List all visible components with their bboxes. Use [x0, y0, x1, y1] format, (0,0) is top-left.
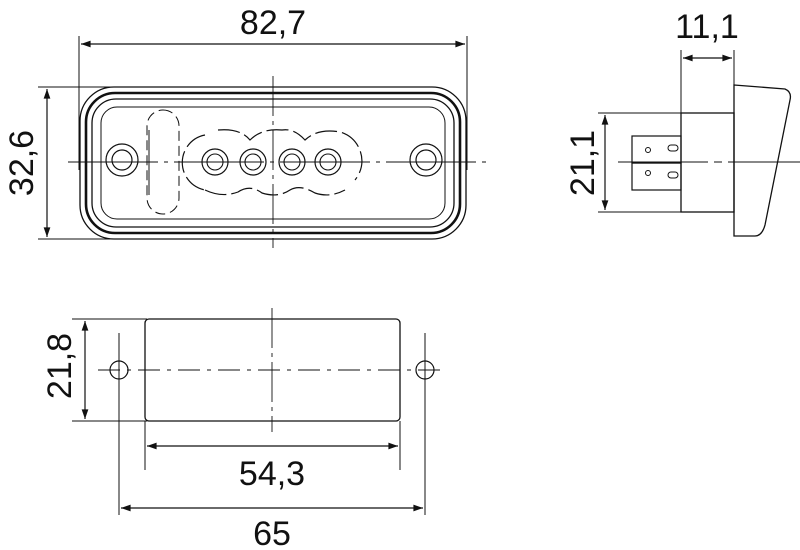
- front-view: 82,7 32,6: [3, 4, 490, 248]
- side-lens: [733, 84, 792, 237]
- cutout-hole-right: [415, 333, 435, 515]
- mounting-hole-left: [105, 143, 139, 177]
- front-height-label: 32,6: [3, 130, 41, 196]
- led-3: [278, 148, 306, 176]
- led-1: [201, 148, 229, 176]
- cutout-height-label: 21,8: [41, 333, 79, 399]
- cutout-width-label: 54,3: [239, 455, 305, 493]
- led-4: [314, 148, 342, 176]
- side-view: 11,1 21,1: [564, 8, 800, 237]
- mounting-hole-right: [409, 143, 443, 177]
- connector: [631, 135, 682, 191]
- hole-spacing-label: 65: [253, 515, 291, 550]
- cutout-view: 21,8 54,3 65: [41, 308, 446, 550]
- side-body: [680, 112, 735, 213]
- front-width-label: 82,7: [240, 4, 306, 42]
- light-window: [146, 109, 180, 215]
- side-depth-label: 11,1: [675, 8, 739, 46]
- led-2: [239, 148, 267, 176]
- led-array: [181, 129, 363, 196]
- cutout-hole-left: [109, 333, 129, 515]
- side-height-label: 21,1: [564, 130, 602, 196]
